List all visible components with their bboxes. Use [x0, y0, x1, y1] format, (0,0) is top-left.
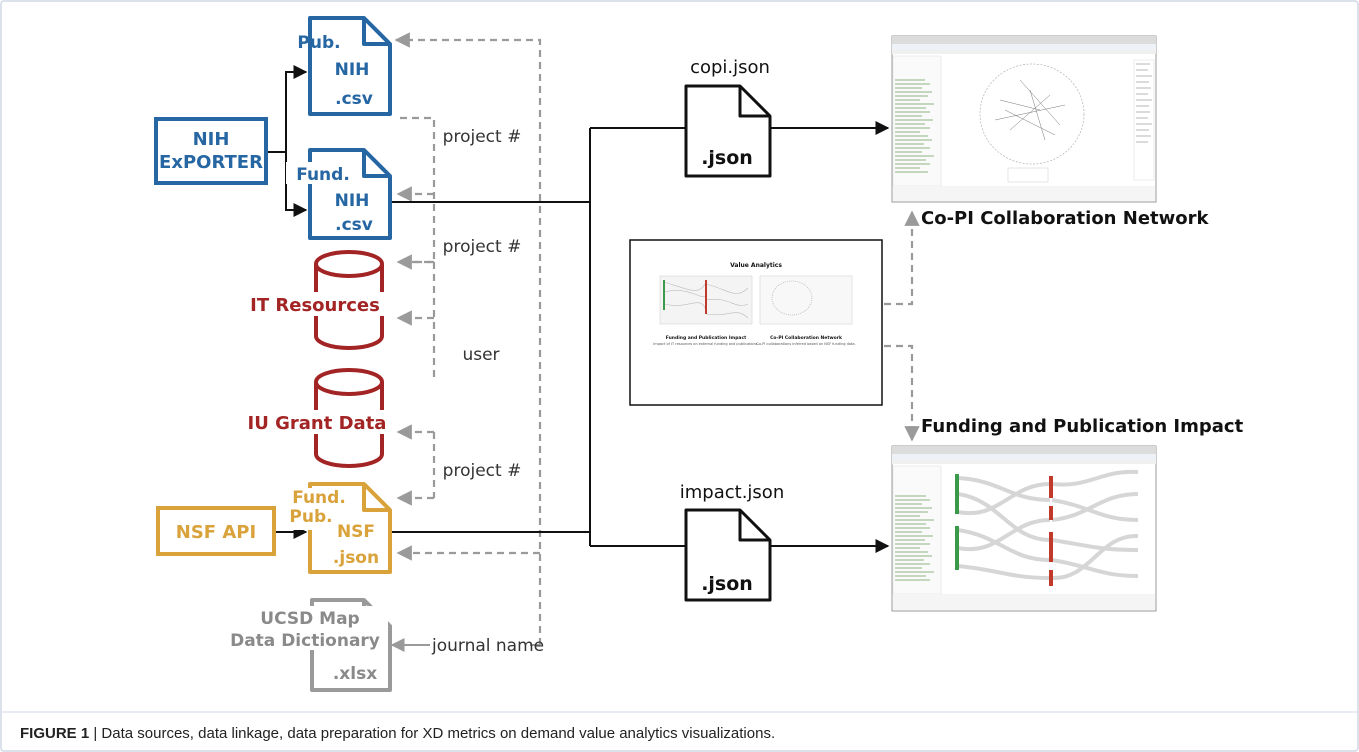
copi-legend: [1007, 167, 1049, 183]
project2-bg: [440, 234, 526, 258]
nsf-tag-pub: Pub.: [289, 507, 332, 527]
impact-sankey-flows: [957, 469, 1139, 581]
nih-exporter-box: [154, 117, 268, 185]
project3-bg: [440, 458, 526, 482]
copi-right-list-lines: [1136, 63, 1152, 143]
journal-link: journal name: [431, 636, 544, 656]
copi-output-title: Co-PI Collaboration Network: [921, 208, 1210, 229]
value-analytics-panel: Value Analytics Funding and Publication …: [629, 239, 883, 406]
nih-pub-name: NIH: [335, 60, 370, 80]
impact-red-node-2: [1049, 506, 1053, 520]
impact-browser-bar: [892, 446, 1156, 454]
project-link-2: project #: [443, 237, 522, 257]
impact-toolbar: [892, 454, 1156, 460]
impact-file-icon: [684, 508, 772, 602]
va-card2-thumb: [759, 275, 853, 325]
nsf-api-box: [156, 506, 276, 556]
nih-pub-tag: Pub.: [297, 33, 340, 53]
nih-pub-file-icon: [308, 16, 392, 116]
user-link: user: [462, 345, 499, 365]
copi-footer: [893, 186, 1155, 201]
impact-file-ext: .json: [701, 573, 753, 595]
project1-bg: [440, 124, 526, 148]
copi-file-ext: .json: [701, 147, 753, 169]
impact-red-node-4: [1049, 570, 1053, 586]
impact-file-label: impact.json: [680, 482, 784, 503]
value-analytics-title: Value Analytics: [730, 262, 782, 269]
nih-fund-tag-bg: [286, 162, 356, 184]
va-card2-network: [771, 280, 813, 316]
va-card1-bar-green: [663, 280, 665, 310]
iu-label-bg: [244, 410, 394, 434]
nih-fund-tag: Fund.: [296, 165, 350, 185]
ucsd-line1: UCSD Map: [260, 609, 359, 629]
va-card2-sub: Co-PI collaborations inferred based on N…: [756, 342, 855, 346]
nih-fund-ext: .csv: [335, 215, 373, 235]
copi-toolbar: [892, 44, 1156, 50]
it-label-bg: [240, 292, 390, 316]
linkage-lines: [394, 32, 920, 645]
copi-sidebar: [892, 55, 942, 187]
impact-nav: [892, 460, 1156, 464]
ucsd-label-bg: [226, 606, 388, 650]
ucsd-line2: Data Dictionary: [230, 631, 380, 651]
nih-pub-ext: .csv: [335, 89, 373, 109]
impact-green-node-2: [955, 526, 959, 570]
copi-sidebar-lines: [895, 79, 934, 173]
copi-right-list: [1133, 59, 1155, 181]
copi-file-label: copi.json: [690, 57, 770, 78]
copi-network-cloud: [979, 63, 1085, 165]
project-link-1: project #: [443, 127, 522, 147]
project-link-3: project #: [443, 461, 522, 481]
impact-footer: [893, 594, 1155, 610]
nsf-ext: .json: [333, 548, 379, 568]
copi-network-links: [994, 79, 1066, 141]
copi-file-icon: [684, 84, 772, 178]
copi-browser-bar: [892, 36, 1156, 44]
ucsd-ext: .xlsx: [333, 664, 377, 684]
impact-output-title: Funding and Publication Impact: [921, 416, 1244, 437]
copi-nav: [892, 50, 1156, 54]
nih-exporter-line1: NIH: [193, 129, 230, 150]
va-card1-sub: Impact of IT resources on external fundi…: [653, 342, 758, 346]
impact-sidebar-lines: [895, 495, 934, 581]
nih-exporter-line2: ExPORTER: [159, 152, 263, 173]
va-card2-title: Co-PI Collaboration Network: [770, 335, 843, 341]
nsf-api-label: NSF API: [176, 522, 256, 543]
caption-label: FIGURE 1: [20, 725, 90, 742]
impact-screenshot: [891, 445, 1157, 612]
nsf-tag-fund: Fund.: [292, 488, 346, 508]
impact-red-node-1: [1049, 476, 1053, 498]
user-bg: [456, 342, 506, 366]
nsf-name: NSF: [337, 522, 375, 542]
figure-caption: FIGURE 1 | Data sources, data linkage, d…: [20, 725, 775, 742]
impact-green-node-1: [955, 474, 959, 514]
it-resources-label: IT Resources: [250, 295, 380, 316]
va-card1-flows: [663, 281, 749, 319]
impact-red-node-3: [1049, 532, 1053, 562]
va-card1-bar-red: [705, 280, 707, 314]
nih-fund-name: NIH: [335, 191, 370, 211]
copi-screenshot: [891, 35, 1157, 203]
impact-sidebar: [892, 465, 942, 595]
va-card1-title: Funding and Publication Impact: [666, 335, 747, 341]
nsf-tag-bg: [284, 488, 350, 530]
caption-text: | Data sources, data linkage, data prepa…: [89, 725, 776, 742]
iu-grant-label: IU Grant Data: [248, 413, 387, 434]
